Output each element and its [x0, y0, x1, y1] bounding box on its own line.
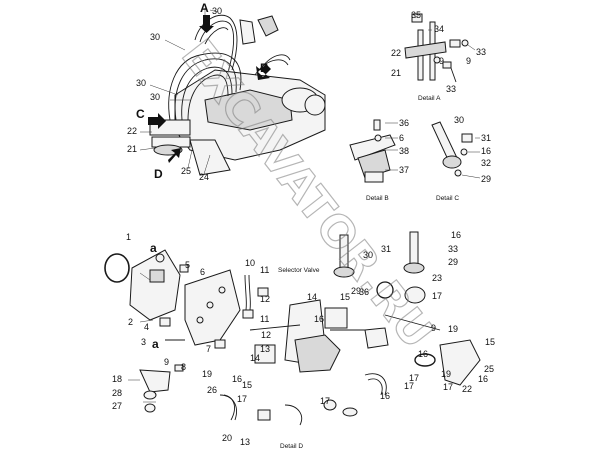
part-callout: 24: [199, 172, 209, 182]
part-callout: 36: [359, 287, 369, 297]
captions: Detail A Detail B Detail C Detail D Sele…: [278, 95, 459, 450]
part-callout: 31: [381, 244, 391, 254]
view-letter: B: [260, 61, 269, 75]
part-callout: 21: [391, 68, 401, 78]
view-arrows: [148, 15, 271, 163]
part-callout: 37: [399, 165, 409, 175]
part-callout: 30: [454, 115, 464, 125]
view-letter: a: [150, 241, 157, 255]
part-callout: 9: [164, 357, 169, 367]
part-callout: 26: [207, 385, 217, 395]
part-callout: 18: [112, 374, 122, 384]
part-callout: 30: [363, 250, 373, 260]
part-callout: 11: [260, 265, 269, 275]
part-callout: 17: [237, 394, 247, 404]
detail-b-drawing: [349, 119, 398, 183]
part-callout: 36: [399, 118, 409, 128]
part-callout: 4: [144, 322, 149, 332]
part-callout: 11: [260, 314, 269, 324]
part-callout: 16: [451, 230, 461, 240]
part-callout: 16: [380, 391, 390, 401]
part-callout: 7: [206, 344, 211, 354]
part-callout: 20: [222, 433, 232, 443]
detail-d-drawing: [104, 231, 481, 426]
part-callout: 30: [150, 32, 160, 42]
part-callout: 31: [481, 133, 491, 143]
part-callout: 6: [399, 133, 404, 143]
part-callout: 19: [441, 369, 451, 379]
part-callout: 28: [112, 388, 122, 398]
part-callout: 15: [242, 380, 252, 390]
part-callout: 16: [481, 146, 491, 156]
part-callout: 25: [484, 364, 494, 374]
view-letter: a: [152, 337, 159, 351]
part-callout: 33: [446, 84, 456, 94]
part-callout: 5: [185, 260, 190, 270]
part-callout: 14: [307, 292, 317, 302]
part-callout: 3: [141, 337, 146, 347]
part-callout: 30: [136, 78, 146, 88]
view-letter: C: [136, 107, 145, 121]
callouts: 3030303022212524353422213399333663837303…: [112, 6, 495, 447]
part-callout: 12: [260, 294, 270, 304]
caption-detail-a: Detail A: [418, 95, 441, 102]
part-callout: 35: [411, 10, 421, 20]
part-callout: 29: [481, 174, 491, 184]
main-assembly-drawing: [139, 8, 326, 176]
view-letters: A B C Da a: [136, 1, 269, 351]
part-callout: 29: [351, 286, 361, 296]
part-callout: 9: [439, 56, 444, 66]
part-callout: 30: [212, 6, 222, 16]
part-callout: 34: [434, 24, 444, 34]
part-callout: 38: [399, 146, 409, 156]
part-callout: 27: [112, 401, 122, 411]
part-callout: 22: [391, 48, 401, 58]
part-callout: 17: [404, 381, 414, 391]
part-callout: 1: [126, 232, 131, 242]
caption-detail-c: Detail C: [436, 195, 459, 202]
part-callout: 13: [260, 344, 270, 354]
part-callout: 30: [150, 92, 160, 102]
view-letter: A: [200, 1, 209, 15]
part-callout: 16: [478, 374, 488, 384]
part-callout: 2: [128, 317, 133, 327]
part-callout: 16: [314, 314, 324, 324]
part-callout: 29: [448, 257, 458, 267]
part-callout: 22: [462, 384, 472, 394]
part-callout: 17: [432, 291, 442, 301]
part-callout: 33: [448, 244, 458, 254]
part-callout: 21: [127, 144, 137, 154]
part-callout: 9: [431, 323, 436, 333]
part-callout: 10: [245, 258, 255, 268]
part-callout: 6: [200, 267, 205, 277]
part-callout: 32: [481, 158, 491, 168]
view-letter: D: [154, 167, 163, 181]
detail-c-drawing: [431, 121, 481, 179]
part-callout: 23: [432, 273, 442, 283]
detail-a-drawing: [404, 13, 476, 83]
part-callout: 16: [232, 374, 242, 384]
part-callout: 25: [181, 166, 191, 176]
caption-selector-valve: Selector Valve: [278, 267, 320, 274]
part-callout: 14: [250, 353, 260, 363]
part-callout: 17: [320, 396, 330, 406]
part-callout: 33: [476, 47, 486, 57]
part-callout: 19: [448, 324, 458, 334]
part-callout: 17: [443, 382, 453, 392]
caption-detail-d: Detail D: [280, 443, 303, 450]
part-callout: 19: [202, 369, 212, 379]
part-callout: 8: [181, 362, 186, 372]
part-callout: 17: [409, 373, 419, 383]
caption-detail-b: Detail B: [366, 195, 389, 202]
part-callout: 15: [485, 337, 495, 347]
part-callout: 12: [261, 330, 271, 340]
part-callout: 22: [127, 126, 137, 136]
part-callout: 16: [418, 349, 428, 359]
part-callout: 15: [340, 292, 350, 302]
part-callout: 9: [466, 56, 471, 66]
part-callout: 13: [240, 437, 250, 447]
